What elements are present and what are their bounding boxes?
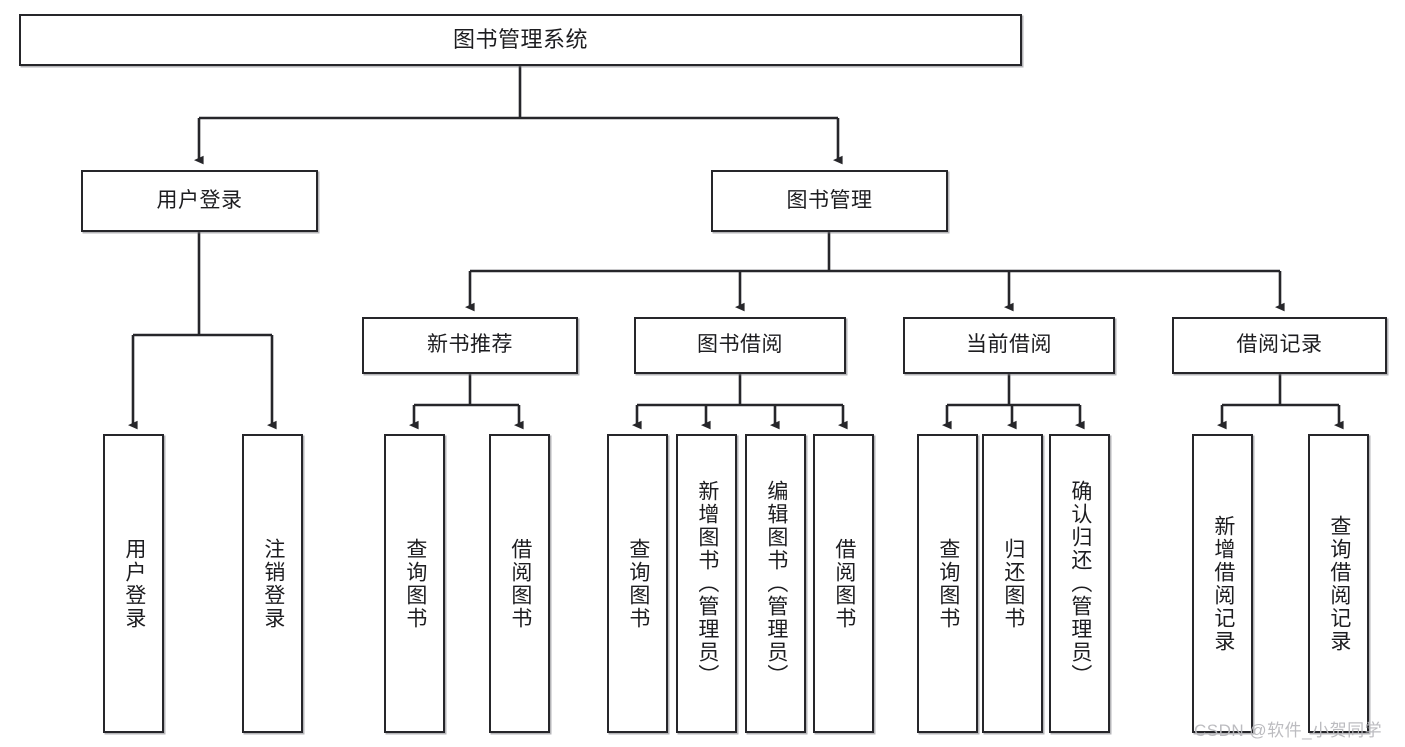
leaf-logout-label: 注销登录 (261, 537, 285, 630)
leaf-borrow-book-1-label: 借阅图书 (508, 537, 532, 630)
leaf-add-book-label: 新增图书（管理员） (695, 480, 719, 687)
leaf-query-book-1[interactable]: 查询图书 (384, 434, 445, 733)
node-borrow-record-label: 借阅记录 (1236, 333, 1323, 357)
leaf-logout[interactable]: 注销登录 (242, 434, 303, 733)
node-user-login-label: 用户登录 (156, 188, 243, 212)
leaf-edit-book-label: 编辑图书（管理员） (764, 480, 788, 687)
leaf-add-record[interactable]: 新增借阅记录 (1192, 434, 1253, 733)
leaf-confirm-return[interactable]: 确认归还（管理员） (1049, 434, 1110, 733)
node-current-borrow[interactable]: 当前借阅 (903, 317, 1115, 374)
node-book-borrow[interactable]: 图书借阅 (634, 317, 846, 374)
csdn-watermark: CSDN @软件_小贺同学 (1194, 721, 1383, 740)
leaf-query-book-2-label: 查询图书 (626, 537, 650, 630)
node-new-book-rec[interactable]: 新书推荐 (362, 317, 578, 374)
node-borrow-record[interactable]: 借阅记录 (1172, 317, 1387, 374)
node-root[interactable]: 图书管理系统 (19, 14, 1022, 66)
node-current-borrow-label: 当前借阅 (966, 333, 1052, 357)
leaf-query-record[interactable]: 查询借阅记录 (1308, 434, 1369, 733)
leaf-return-book-label: 归还图书 (1001, 537, 1025, 630)
leaf-add-record-label: 新增借阅记录 (1211, 514, 1235, 653)
leaf-query-book-1-label: 查询图书 (403, 537, 427, 630)
leaf-query-record-label: 查询借阅记录 (1327, 514, 1351, 653)
leaf-add-book[interactable]: 新增图书（管理员） (676, 434, 737, 733)
leaf-user-login[interactable]: 用户登录 (103, 434, 164, 733)
leaf-borrow-book-1[interactable]: 借阅图书 (489, 434, 550, 733)
node-root-label: 图书管理系统 (452, 27, 588, 53)
node-user-login[interactable]: 用户登录 (81, 170, 318, 232)
node-book-manage[interactable]: 图书管理 (711, 170, 948, 232)
node-new-book-rec-label: 新书推荐 (427, 333, 513, 357)
node-book-borrow-label: 图书借阅 (697, 333, 783, 357)
leaf-edit-book[interactable]: 编辑图书（管理员） (745, 434, 806, 733)
leaf-query-book-3[interactable]: 查询图书 (917, 434, 978, 733)
leaf-query-book-3-label: 查询图书 (936, 537, 960, 630)
node-book-manage-label: 图书管理 (786, 188, 873, 212)
leaf-borrow-book-2-label: 借阅图书 (832, 537, 856, 630)
leaf-user-login-label: 用户登录 (122, 537, 146, 630)
leaf-confirm-return-label: 确认归还（管理员） (1068, 480, 1092, 687)
leaf-query-book-2[interactable]: 查询图书 (607, 434, 668, 733)
leaf-return-book[interactable]: 归还图书 (982, 434, 1043, 733)
leaf-borrow-book-2[interactable]: 借阅图书 (813, 434, 874, 733)
